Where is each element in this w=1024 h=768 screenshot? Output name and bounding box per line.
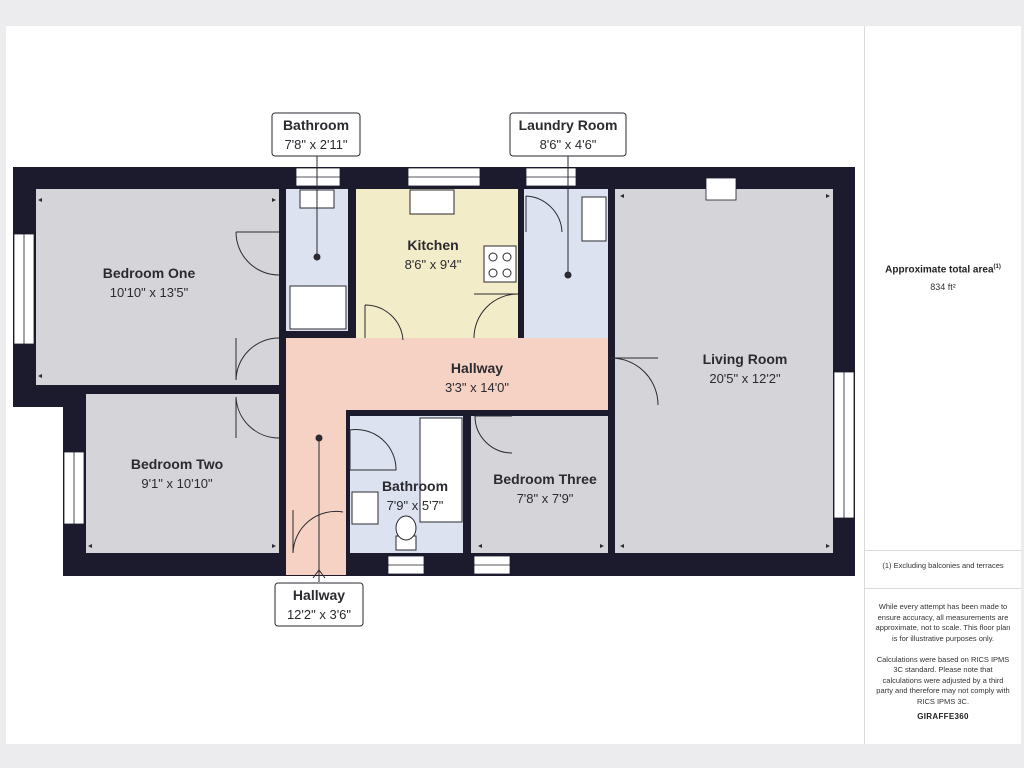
windows: [13, 167, 855, 575]
laundry-sink: [581, 196, 607, 242]
fixtures: [289, 189, 607, 551]
interior-walls: [279, 189, 615, 553]
bedroom-one-floor: [36, 189, 279, 385]
callout-hallway-entry-name: Hallway: [293, 587, 345, 603]
brand-logo: GIRAFFE360: [917, 712, 969, 721]
callout-hallway-entry-dims: 12'2" x 3'6": [287, 607, 351, 622]
hallway-main-label: Hallway: [451, 360, 503, 376]
footnote: (1) Excluding balconies and terraces: [882, 561, 1004, 570]
living-room-label: Living Room: [703, 351, 788, 367]
bedroom-three-dims: 7'8" x 7'9": [517, 491, 574, 506]
bedroom-two-dims: 9'1" x 10'10": [141, 476, 213, 491]
callout-laundry-room: Laundry Room 8'6" x 4'6": [509, 112, 627, 157]
disclaimer: While every attempt has been made to ens…: [875, 602, 1011, 706]
bedroom-two-floor: [86, 394, 279, 553]
callout-laundry-room-name: Laundry Room: [519, 117, 618, 133]
doors: [235, 195, 659, 554]
bedroom-two-label: Bedroom Two: [131, 456, 223, 472]
area-value: 834 ft²: [930, 282, 956, 292]
living-room-floor: [615, 189, 833, 553]
kitchen-dims: 8'6" x 9'4": [405, 257, 462, 272]
kitchen-label: Kitchen: [407, 237, 458, 253]
shower-tray: [289, 285, 347, 330]
bedroom-three-label: Bedroom Three: [493, 471, 597, 487]
bathroom-lower-label: Bathroom: [382, 478, 448, 494]
callout-bathroom-top-dims: 7'8" x 2'11": [284, 137, 347, 152]
area-footnote-marker: (1): [993, 264, 1001, 270]
divider: [865, 588, 1021, 589]
bathtub: [419, 417, 463, 523]
callout-leaders: [312, 156, 572, 582]
callout-bathroom-top: Bathroom 7'8" x 2'11": [271, 112, 361, 157]
kitchen-sink: [409, 189, 455, 215]
hallway-vertical-floor: [286, 338, 346, 575]
divider: [865, 550, 1021, 551]
hob: [483, 245, 517, 283]
bedroom-three-floor: [471, 416, 608, 553]
toilet-bowl: [395, 515, 417, 541]
bathroom-lower-dims: 7'9" x 5'7": [387, 498, 444, 513]
hallway-main-dims: 3'3" x 14'0": [445, 380, 509, 395]
callout-bathroom-top-name: Bathroom: [283, 117, 349, 133]
bedroom-one-label: Bedroom One: [103, 265, 196, 281]
bedroom-one-dims: 10'10" x 13'5": [110, 285, 189, 300]
callout-laundry-room-dims: 8'6" x 4'6": [540, 137, 597, 152]
info-panel: Approximate total area(1) 834 ft² (1) Ex…: [864, 26, 1021, 744]
lower-bath-sink: [351, 491, 379, 525]
area-title-text: Approximate total area: [885, 264, 994, 276]
callout-hallway-entry: Hallway 12'2" x 3'6": [274, 582, 364, 627]
area-title: Approximate total area(1): [865, 264, 1021, 275]
dimension-markers: [38, 194, 830, 548]
living-room-dims: 20'5" x 12'2": [709, 371, 781, 386]
